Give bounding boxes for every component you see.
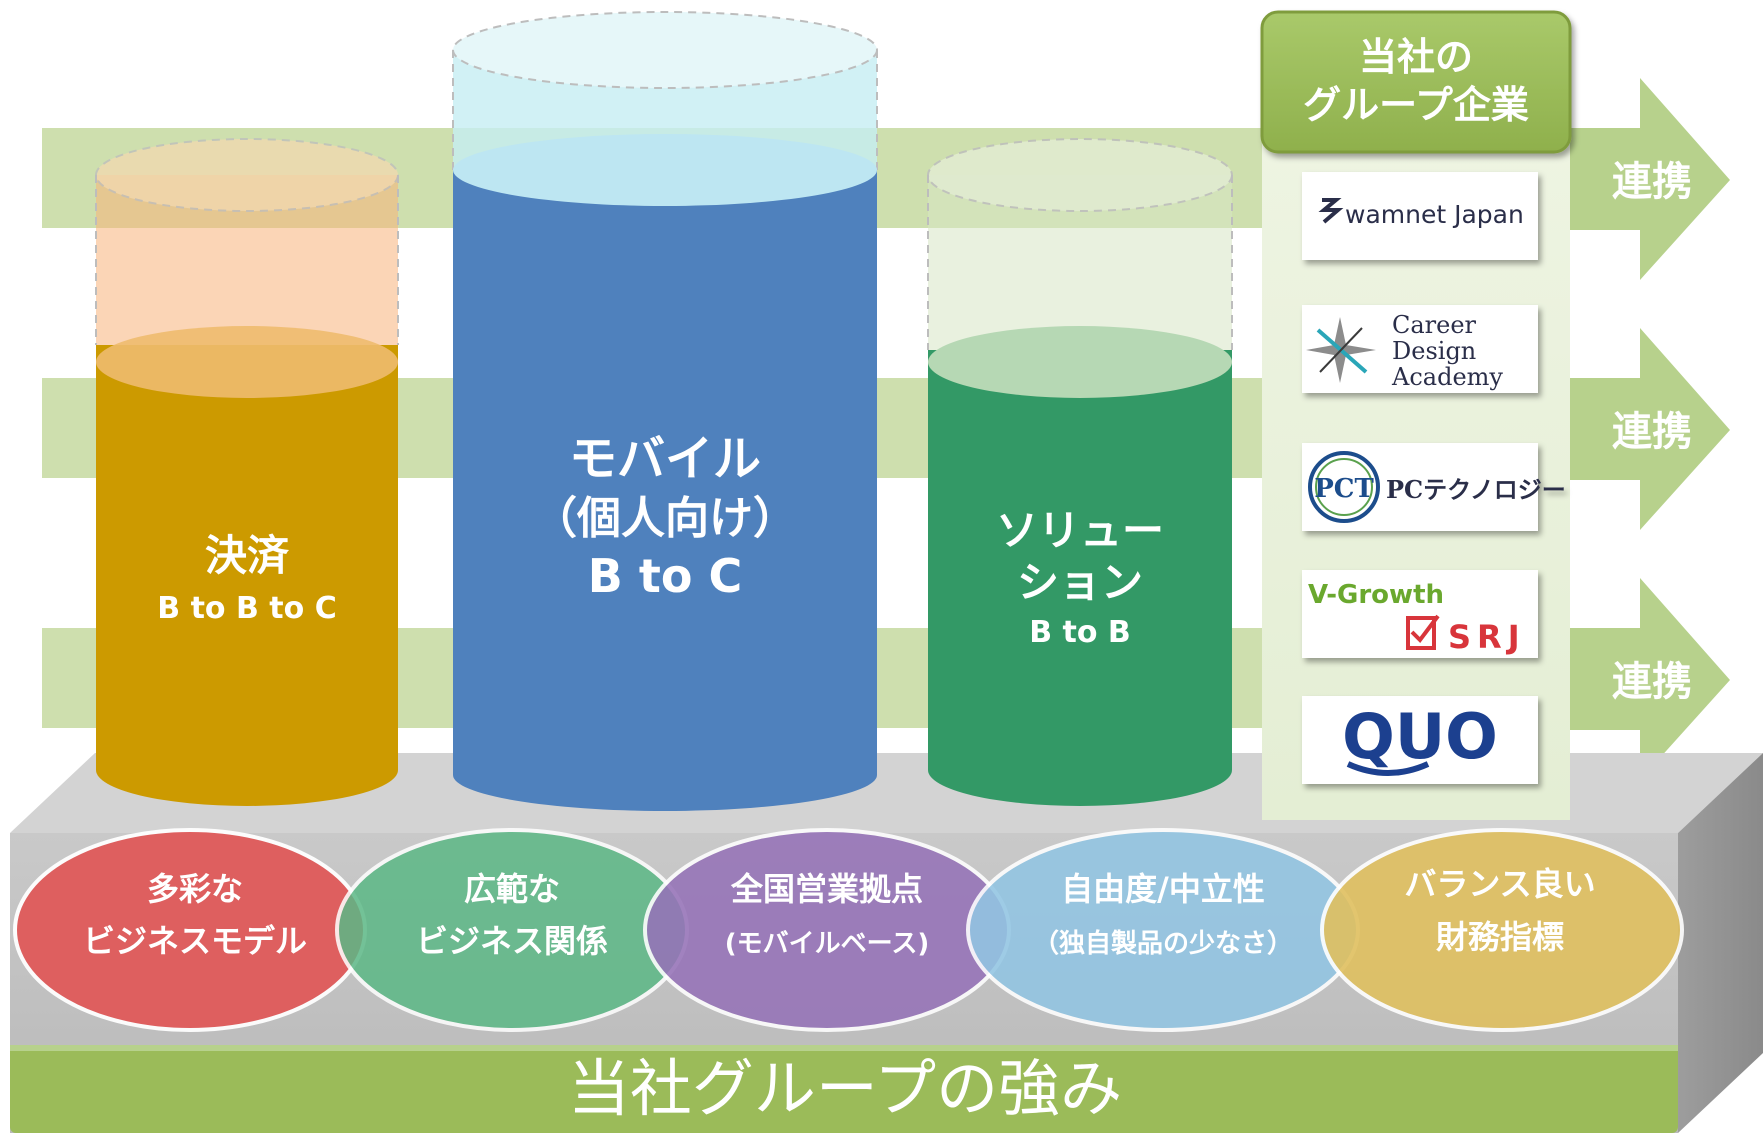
footer-bar: 当社グループの強み xyxy=(10,1045,1678,1133)
pct-badge-text: PCT xyxy=(1314,474,1374,504)
strength-diverse-models: 多彩な ビジネスモデル xyxy=(13,828,367,1032)
strength-broad-relations: 広範な ビジネス関係 xyxy=(335,828,689,1032)
strength-nationwide-bases: 全国営業拠点 (モバイルベース) xyxy=(643,828,1011,1032)
group-header-line1: 当社の xyxy=(1359,35,1473,79)
strength-line1: 広範な xyxy=(464,870,560,908)
strength-neutrality: 自由度/中立性 （独自製品の少なさ） xyxy=(966,828,1360,1032)
pillar-title-line2: ション xyxy=(1017,558,1143,607)
arrow-label: 連携 xyxy=(1612,409,1692,455)
arrow-label: 連携 xyxy=(1612,659,1692,705)
logo-quo-name: QUO xyxy=(1342,700,1498,773)
logo-pct: PCT PCテクノロジー xyxy=(1302,443,1566,531)
logo-quo: QUO xyxy=(1302,696,1538,784)
logo-career-design-academy: Career Design Academy xyxy=(1302,305,1538,393)
logo-cda-line1: Career xyxy=(1392,311,1477,339)
strength-line1: 多彩な xyxy=(147,870,243,908)
logo-pct-name: PCテクノロジー xyxy=(1386,475,1566,504)
pillar-title: 決済 xyxy=(205,531,290,580)
pillar-title-line1: モバイル xyxy=(569,431,761,487)
pillar-mobile: モバイル （個人向け） B to C xyxy=(452,11,878,811)
pillar-title-line2: （個人向け） xyxy=(533,493,797,544)
pct-seal-icon: PCT xyxy=(1308,451,1380,523)
pillar-payment: 決済 B to B to C xyxy=(95,138,399,806)
logo-wamnet: wamnet Japan xyxy=(1302,172,1538,260)
strength-line1: 自由度/中立性 xyxy=(1061,870,1265,908)
group-header xyxy=(1260,10,1572,154)
compass-star-icon xyxy=(1306,317,1376,383)
strength-line2: （独自製品の少なさ） xyxy=(1033,928,1293,959)
group-header-line2: グループ企業 xyxy=(1303,83,1529,127)
pillar-title-line1: ソリュー xyxy=(996,506,1164,555)
pillar-subtitle: B to B to C xyxy=(157,591,336,626)
check-box-icon xyxy=(1406,614,1440,650)
footer-title: 当社グループの強み xyxy=(568,1052,1122,1125)
arrow-label: 連携 xyxy=(1612,159,1692,205)
strength-line2: ビジネス関係 xyxy=(416,922,608,960)
logo-srj-name: SRJ xyxy=(1448,618,1526,656)
strengths-row: 多彩な ビジネスモデル 広範な ビジネス関係 全国営業拠点 (モバイルベース) … xyxy=(13,828,1684,1032)
strength-line1: バランス良い xyxy=(1404,865,1595,903)
logo-wamnet-name: wamnet Japan xyxy=(1345,200,1524,229)
logo-vgrowth-name: V-Growth xyxy=(1308,580,1444,610)
strength-line2: 財務指標 xyxy=(1436,918,1564,956)
arrow-top: 連携 xyxy=(1560,78,1730,280)
group-companies: 当社の グループ企業 wamnet Japan Career Design Ac… xyxy=(1260,10,1572,820)
strength-financials: バランス良い 財務指標 xyxy=(1320,828,1684,1032)
logo-cda-line2: Design xyxy=(1392,337,1476,365)
logo-vgrowth-srj: V-Growth SRJ xyxy=(1302,570,1538,658)
pillar-subtitle: B to B xyxy=(1029,615,1131,650)
pillar-title-line3: B to C xyxy=(588,549,742,603)
pillar-solution: ソリュー ション B to B xyxy=(927,138,1233,806)
strength-line1: 全国営業拠点 xyxy=(730,870,923,908)
arrow-middle: 連携 xyxy=(1560,328,1730,530)
strength-line2: (モバイルベース) xyxy=(725,929,929,959)
strength-line2: ビジネスモデル xyxy=(83,922,307,960)
quo-logo-icon: QUO xyxy=(1342,700,1498,776)
arrow-bottom: 連携 xyxy=(1560,578,1730,780)
logo-cda-line3: Academy xyxy=(1391,363,1503,391)
wamnet-s-icon xyxy=(1318,198,1344,224)
